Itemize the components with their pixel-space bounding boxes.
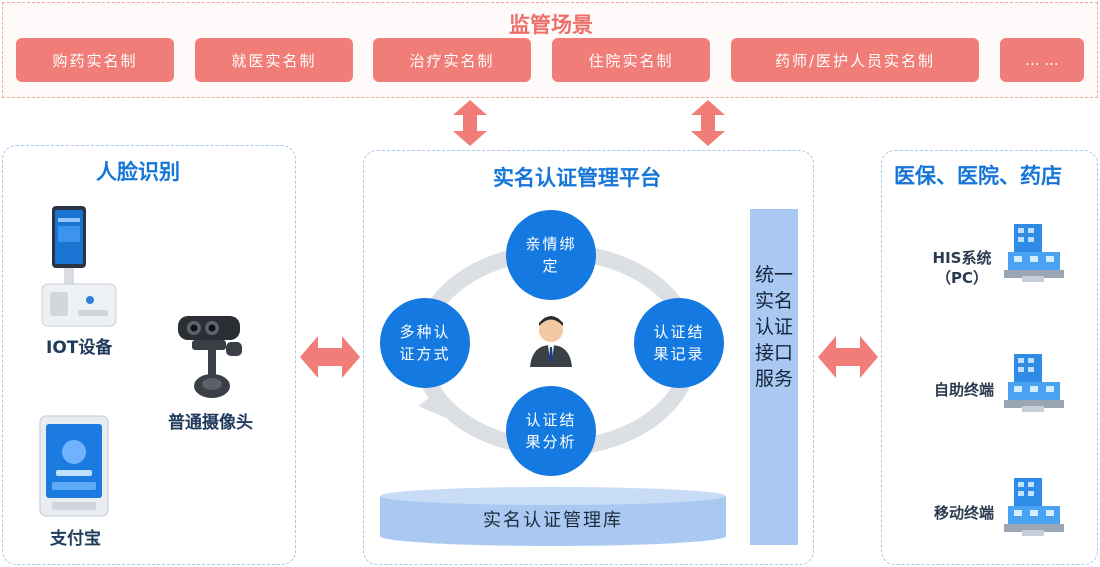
iot-device-icon	[41, 206, 117, 327]
camera-label: 普通摄像头	[168, 413, 253, 433]
alipay-label: 支付宝	[50, 529, 101, 549]
camera-icon	[178, 316, 242, 398]
alipay-device-icon	[39, 415, 109, 517]
scene-more[interactable]: ... ...	[1000, 38, 1084, 82]
mobile-building-icon	[1004, 478, 1064, 536]
platform-title: 实名认证管理平台	[493, 166, 661, 190]
scene-pharmacist-staff[interactable]: 药师/医护人员实名制	[731, 38, 979, 82]
his-building-icon	[1004, 224, 1064, 282]
database-cylinder	[380, 487, 726, 546]
horizontal-double-arrow-left	[300, 336, 360, 378]
scene-hospitalization[interactable]: 住院实名制	[552, 38, 710, 82]
scene-treatment[interactable]: 治疗实名制	[373, 38, 531, 82]
api-service-bar	[750, 209, 798, 545]
node-auth-record[interactable]: 认证结果记录	[634, 298, 724, 388]
institutions-panel	[881, 150, 1098, 565]
horizontal-double-arrow-right	[818, 336, 878, 378]
institutions-title: 医保、医院、药店	[894, 164, 1062, 188]
node-auth-methods[interactable]: 多种认证方式	[380, 298, 470, 388]
vertical-double-arrow-left	[453, 100, 487, 146]
supervision-title: 监管场景	[509, 13, 593, 37]
his-system-label: HIS系统 （PC）	[932, 249, 992, 287]
kiosk-building-icon	[1004, 354, 1064, 412]
kiosk-label: 自助终端	[933, 381, 994, 399]
mobile-terminal-label: 移动终端	[933, 504, 994, 522]
api-service-label: 统一实名认证接口服务	[754, 264, 793, 390]
scene-purchase-drug[interactable]: 购药实名制	[16, 38, 174, 82]
user-icon	[530, 316, 572, 367]
database-label: 实名认证管理库	[483, 510, 623, 531]
iot-device-label: IOT设备	[46, 338, 113, 358]
vertical-double-arrow-right	[691, 100, 725, 146]
scene-medical-visit[interactable]: 就医实名制	[195, 38, 353, 82]
node-family-binding[interactable]: 亲情绑定	[506, 210, 596, 300]
face-recognition-title: 人脸识别	[96, 160, 180, 184]
node-auth-analysis[interactable]: 认证结果分析	[506, 386, 596, 476]
